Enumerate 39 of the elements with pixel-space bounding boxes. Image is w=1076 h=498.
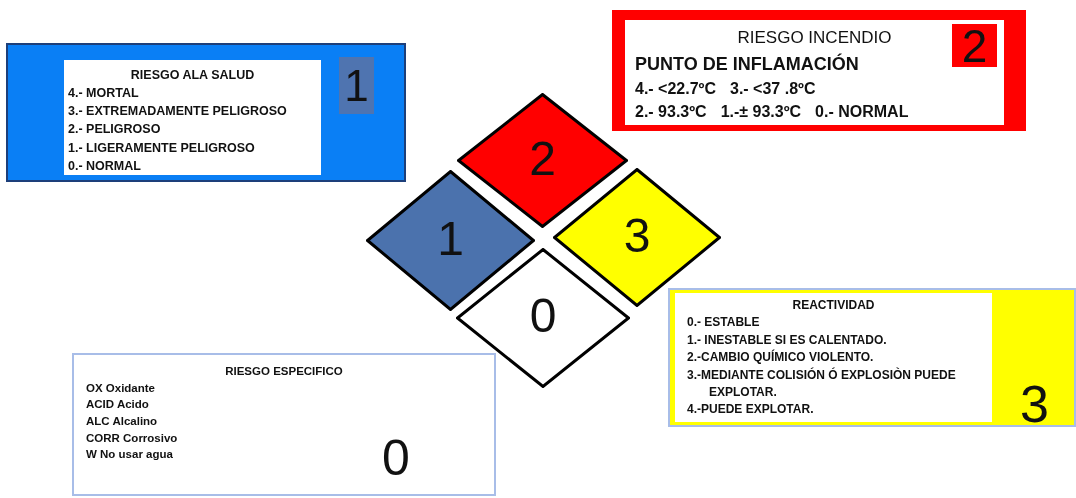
- number-square: [339, 57, 374, 114]
- hazard-level-text: 1.-± 93.3ºC: [720, 101, 802, 122]
- hazard-level-text: 0.- ESTABLE: [687, 314, 760, 332]
- panel-heading: REACTIVIDAD: [792, 297, 875, 314]
- hazard-level-text: 4.- MORTAL: [68, 85, 139, 103]
- hazard-panel: [72, 353, 496, 496]
- hazard-number: 1: [436, 214, 465, 263]
- hazard-level-text: 2.- PELIGROSO: [68, 121, 161, 139]
- hazard-number: 3: [1020, 378, 1049, 430]
- hazard-level-text: 1.- INESTABLE SI ES CALENTADO.: [687, 331, 887, 349]
- hazard-level-text: 1.- LIGERAMENTE PELIGROSO: [68, 139, 255, 157]
- hazard-level-text: 3.- <37 .8ºC: [730, 78, 816, 99]
- panel-heading: RIESGO ALA SALUD: [130, 67, 255, 84]
- hazard-level-text: W No usar agua: [86, 447, 173, 463]
- hazard-level-text: ACID Acido: [86, 397, 149, 413]
- hazard-level-text: 0.- NORMAL: [68, 157, 141, 175]
- hazard-level-text: 0.- NORMAL: [815, 101, 909, 122]
- hazard-level-text: 2.- 93.3ºC: [635, 101, 707, 122]
- hazard-panel: [6, 43, 406, 182]
- hazard-number: 2: [528, 134, 557, 183]
- hazard-level-text: ALC Alcalino: [86, 414, 158, 429]
- hazard-level-text: PUNTO DE INFLAMACIÓN: [635, 52, 859, 76]
- panel-heading: RIESGO ESPECIFICO: [225, 364, 343, 379]
- hazard-number: 2: [961, 22, 988, 69]
- hazard-number: 0: [528, 292, 558, 340]
- hazard-number: 1: [344, 63, 369, 108]
- hazard-level-text: 2.-CAMBIO QUÍMICO VIOLENTO.: [687, 349, 874, 367]
- hazard-level-text: 3.- EXTREMADAMENTE PELIGROSO: [68, 103, 287, 121]
- hazard-number: 3: [622, 211, 652, 260]
- hazard-number: 0: [382, 433, 410, 483]
- hazard-level-text: OX Oxidante: [86, 380, 156, 396]
- number-square: [952, 24, 997, 67]
- hazard-level-text: 4.- <22.7ºC: [635, 78, 716, 99]
- hazard-panel: [612, 10, 1026, 131]
- hazard-level-text: 3.-MEDIANTE COLISIÓN Ó EXPLOSIÒN PUEDE EXPLOTAR.: [687, 366, 957, 401]
- hazard-level-text: CORR Corrosivo: [86, 430, 178, 446]
- hazard-panel: [668, 288, 1076, 427]
- panel-heading: RIESGO INCENDIO: [737, 27, 892, 49]
- hazard-level-text: 4.-PUEDE EXPLOTAR.: [687, 401, 814, 419]
